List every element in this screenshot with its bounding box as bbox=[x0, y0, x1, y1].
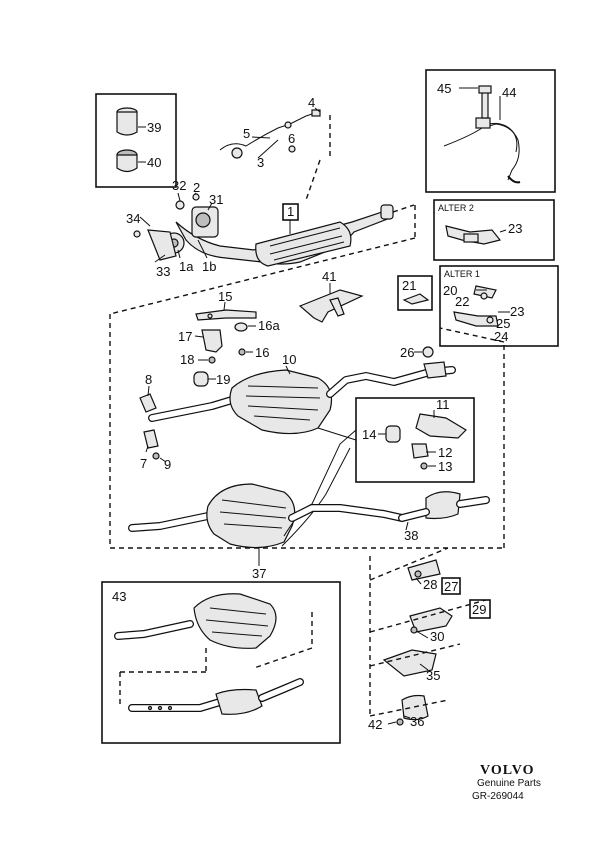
rear-muffler-37: 37 38 bbox=[128, 429, 490, 581]
label-5: 5 bbox=[243, 126, 250, 141]
alter2-title: ALTER 2 bbox=[438, 203, 474, 213]
front-pipe-catalyst: 1 32 2 31 34 1a 1b 33 bbox=[109, 178, 416, 315]
label-31: 31 bbox=[209, 192, 223, 207]
label-26: 26 bbox=[400, 345, 414, 360]
inset-box-sealing-parts: 39 40 bbox=[95, 93, 177, 188]
label-16: 16 bbox=[255, 345, 269, 360]
bracket-41: 41 bbox=[298, 269, 364, 323]
footer-subtitle: Genuine Parts bbox=[477, 778, 541, 789]
label-1b: 1b bbox=[202, 259, 216, 274]
label-42: 42 bbox=[368, 717, 382, 732]
label-20: 20 bbox=[443, 283, 457, 298]
label-21: 21 bbox=[402, 278, 416, 293]
hanger-parts-15-19: 15 17 16a 16 18 19 bbox=[178, 289, 280, 387]
label-8: 8 bbox=[145, 372, 152, 387]
label-35: 35 bbox=[426, 668, 440, 683]
label-11: 11 bbox=[436, 397, 450, 412]
alter1-title: ALTER 1 bbox=[444, 269, 480, 279]
clamp-parts-7-9: 8 7 9 bbox=[139, 372, 171, 472]
label-2: 2 bbox=[193, 180, 200, 195]
label-10: 10 bbox=[282, 352, 296, 367]
label-18: 18 bbox=[180, 352, 194, 367]
label-30: 30 bbox=[430, 629, 444, 644]
boundary-lines bbox=[109, 314, 505, 549]
label-16a: 16a bbox=[258, 318, 280, 333]
label-6: 6 bbox=[288, 131, 295, 146]
label-36: 36 bbox=[410, 714, 424, 729]
oxygen-sensor-group: 5 3 4 6 bbox=[219, 95, 331, 201]
label-12: 12 bbox=[438, 445, 452, 460]
intermediate-muffler-10: 10 26 bbox=[148, 345, 456, 435]
label-14: 14 bbox=[362, 427, 376, 442]
inset-box-alter-2: ALTER 2 23 bbox=[433, 199, 555, 261]
label-1: 1 bbox=[287, 204, 294, 219]
label-13: 13 bbox=[438, 459, 452, 474]
label-4: 4 bbox=[308, 95, 315, 110]
label-22: 22 bbox=[455, 294, 469, 309]
label-23-alter2: 23 bbox=[508, 221, 522, 236]
label-19: 19 bbox=[216, 372, 230, 387]
label-38: 38 bbox=[404, 528, 418, 543]
label-33: 33 bbox=[156, 264, 170, 279]
label-3: 3 bbox=[257, 155, 264, 170]
inset-box-clamp-hanger: 45 44 bbox=[425, 69, 556, 193]
label-1a: 1a bbox=[179, 259, 194, 274]
label-24: 24 bbox=[494, 329, 508, 344]
label-9: 9 bbox=[164, 457, 171, 472]
label-32: 32 bbox=[172, 178, 186, 193]
inset-box-43: 43 bbox=[101, 581, 341, 744]
label-41: 41 bbox=[322, 269, 336, 284]
label-23-alter1: 23 bbox=[510, 304, 524, 319]
label-45: 45 bbox=[437, 81, 451, 96]
label-25: 25 bbox=[496, 316, 510, 331]
label-37: 37 bbox=[252, 566, 266, 581]
label-44: 44 bbox=[502, 85, 516, 100]
label-34: 34 bbox=[126, 211, 140, 226]
footer-code: GR-269044 bbox=[472, 791, 524, 802]
label-15: 15 bbox=[218, 289, 232, 304]
label-43: 43 bbox=[112, 589, 126, 604]
inset-box-alter-1: ALTER 1 20 22 23 25 24 bbox=[439, 265, 559, 347]
tailpipe-group: 28 27 29 30 35 42 36 bbox=[368, 547, 491, 732]
label-29: 29 bbox=[472, 602, 486, 617]
label-17: 17 bbox=[178, 329, 192, 344]
label-27: 27 bbox=[444, 579, 458, 594]
label-28: 28 bbox=[423, 577, 437, 592]
inset-box-11-14: 11 14 12 13 bbox=[317, 397, 475, 483]
label-7: 7 bbox=[140, 456, 147, 471]
label-39: 39 bbox=[147, 120, 161, 135]
brand-logo-text: VOLVO bbox=[480, 763, 535, 778]
inset-box-21: 21 bbox=[397, 275, 433, 311]
footer-branding: VOLVO Genuine Parts GR-269044 bbox=[472, 763, 541, 802]
label-40: 40 bbox=[147, 155, 161, 170]
